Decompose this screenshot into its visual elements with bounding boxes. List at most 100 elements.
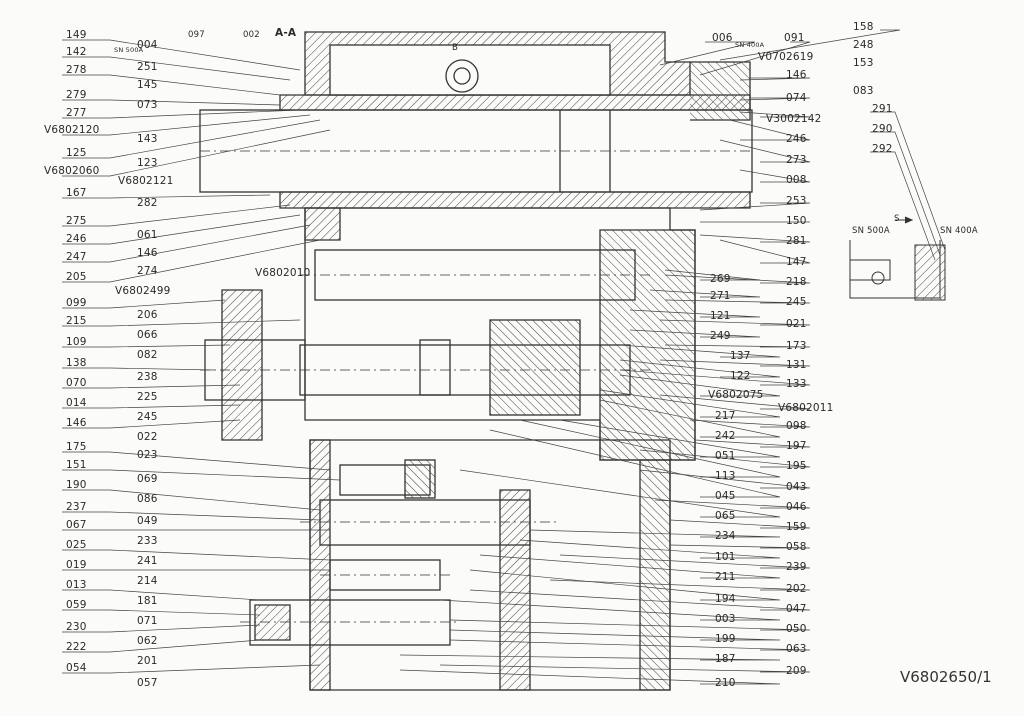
callout: 187 [715,653,736,665]
callout: 248 [853,39,874,51]
section-mark-b: B [452,43,459,53]
callout: 086 [137,493,158,505]
callout: 202 [786,583,807,595]
callout: 125 [66,147,87,159]
callout: 282 [137,197,158,209]
callout: 195 [786,460,807,472]
callout: 278 [66,64,87,76]
callout: 245 [786,296,807,308]
callout: 214 [137,575,158,587]
callout: 245 [137,411,158,423]
callout: 206 [137,309,158,321]
section-label: A-A [275,27,297,39]
drawing-number: V6802650/1 [900,668,992,686]
callout: 070 [66,377,87,389]
callout: 049 [137,515,158,527]
callout: 145 [137,79,158,91]
detail-right-label: SN 400A [940,226,978,236]
callout: 082 [137,349,158,361]
callout: 242 [715,430,736,442]
callout: 210 [715,677,736,689]
callout: 271 [710,290,731,302]
callout: 043 [786,481,807,493]
callout: 225 [137,391,158,403]
callout: 065 [715,510,736,522]
callout: 215 [66,315,87,327]
callout: V0702619 [758,51,814,63]
callout: 146 [137,247,158,259]
callout: 209 [786,665,807,677]
callout: 004 [137,39,158,51]
callout: V6802060 [44,165,100,177]
callout: 061 [137,229,158,241]
callout: 091 [784,32,805,44]
callout: 146 [66,417,87,429]
label-097: 097 [188,30,205,40]
callout: 269 [710,273,731,285]
callout: 238 [137,371,158,383]
callout: 066 [137,329,158,341]
callout: 138 [66,357,87,369]
callout: 109 [66,336,87,348]
callout: 253 [786,195,807,207]
callout: 199 [715,633,736,645]
callout: 167 [66,187,87,199]
callout: 059 [66,599,87,611]
callout: 194 [715,593,736,605]
callout: 146 [786,69,807,81]
callout: 098 [786,420,807,432]
callout: 025 [66,539,87,551]
callout: 047 [786,603,807,615]
callout: V6802499 [115,285,171,297]
callout: 013 [66,579,87,591]
callout: 205 [66,271,87,283]
callout: 173 [786,340,807,352]
callout: 022 [137,431,158,443]
callout: 067 [66,519,87,531]
callout: 239 [786,561,807,573]
callout: 279 [66,89,87,101]
callout: V6802120 [44,124,100,136]
callout: V6802075 [708,389,764,401]
callout: 175 [66,441,87,453]
callout: 054 [66,662,87,674]
callout: 237 [66,501,87,513]
callout: 069 [137,473,158,485]
callout: 050 [786,623,807,635]
callout: 023 [137,449,158,461]
callout: V6802011 [778,402,834,414]
callout: 275 [66,215,87,227]
callout: V6802010 [255,267,311,279]
detail-left-label: SN 500A [852,226,890,236]
callout: 142 [66,46,87,58]
callout: 218 [786,276,807,288]
callout: 151 [66,459,87,471]
callout: 062 [137,635,158,647]
callout: 147 [786,256,807,268]
callout: 133 [786,378,807,390]
callout: 063 [786,643,807,655]
callout: 201 [137,655,158,667]
callout: 131 [786,359,807,371]
callout: 222 [66,641,87,653]
callout: 217 [715,410,736,422]
sn400a-small-mark: SN 400A [735,41,765,49]
callout: 234 [715,530,736,542]
callout: 153 [853,57,874,69]
callout: 014 [66,397,87,409]
callout: 121 [710,310,731,322]
callout: 277 [66,107,87,119]
callout: 246 [66,233,87,245]
callout: 083 [853,85,874,97]
callout: 058 [786,541,807,553]
callout: 143 [137,133,158,145]
callout: 158 [853,21,874,33]
callout: 292 [872,143,893,155]
callout: 233 [137,535,158,547]
callout: 008 [786,174,807,186]
callout: 045 [715,490,736,502]
callout: V3002142 [766,113,822,125]
callout: 246 [786,133,807,145]
